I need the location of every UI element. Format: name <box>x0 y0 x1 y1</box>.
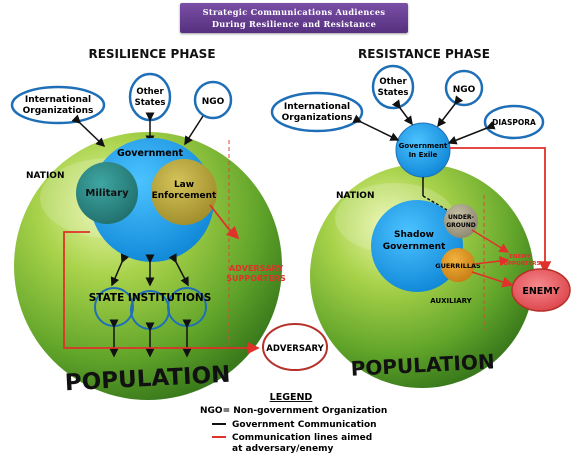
law-enforcement-circle <box>151 159 217 225</box>
arrow-diaspora-exile <box>447 121 496 145</box>
red-line-law-to-supporters <box>209 204 240 240</box>
international-organizations-label-2: Organizations <box>282 113 353 123</box>
enemy-supporters-label-1: ENEMY <box>509 254 532 260</box>
legend-red-line-label-1: Communication lines aimed <box>232 433 372 443</box>
arrow-gov-inst-3 <box>168 253 189 287</box>
shadow-government-label-1: Shadow <box>394 230 434 240</box>
diaspora-label: DIASPORA <box>492 118 536 127</box>
international-organizations-label-2: Organizations <box>23 106 94 116</box>
state-institutions-label: STATE INSTITUTIONS <box>89 292 212 304</box>
nation-label: NATION <box>26 171 64 181</box>
underground-label-2: GROUND <box>446 222 476 229</box>
adversary-supporters-label-1: ADVERSARY <box>229 264 283 273</box>
arrow-ngo-exile <box>437 95 464 128</box>
adversary-supporters-label-2: SUPPORTERS <box>226 274 286 283</box>
other-states-node <box>371 64 415 110</box>
red-line-guerrillas <box>474 256 510 266</box>
legend-black-line-label: Government Communication <box>232 420 377 430</box>
arrow-gov-inst-1 <box>110 253 130 287</box>
government-in-exile-label-2: In Exile <box>409 151 438 159</box>
legend-red-line-label-2: at adversary/enemy <box>232 444 333 454</box>
red-line-underground <box>471 229 510 253</box>
legend-ngo-definition: NGO= Non-government Organization <box>200 406 387 416</box>
government-in-exile-circle <box>395 122 451 178</box>
red-line-military-to-adversary <box>63 231 260 355</box>
government-label: Government <box>117 148 184 159</box>
international-organizations-node <box>270 91 364 133</box>
resilience-phase-title: RESILIENCE PHASE <box>88 47 215 61</box>
auxiliary-label: AUXILIARY <box>430 297 472 305</box>
law-enforcement-label-1: Law <box>174 180 194 190</box>
banner-line-2: During Resilience and Resistance <box>211 19 377 29</box>
arrow-states-exile <box>391 99 413 126</box>
international-organizations-node <box>10 85 106 125</box>
banner-line-1: Strategic Communications Audiences <box>202 7 386 17</box>
ngo-label: NGO <box>453 85 476 95</box>
enemy-node <box>511 268 571 312</box>
military-label: Military <box>85 188 129 199</box>
other-states-label-1: Other <box>136 87 164 97</box>
resistance-phase-title: RESISTANCE PHASE <box>358 47 490 61</box>
arrow-intl-exile <box>352 114 400 141</box>
international-organizations-label-1: International <box>284 102 350 112</box>
other-states-label-2: States <box>378 88 409 98</box>
title-banner: Strategic Communications Audiences Durin… <box>180 3 408 33</box>
guerrillas-circle <box>441 248 475 282</box>
government-in-exile-label-1: Government <box>399 142 448 150</box>
enemy-supporters-label-2: SUPPORTERS <box>500 261 541 267</box>
underground-circle <box>444 204 478 238</box>
legend-title: LEGEND <box>270 392 313 403</box>
adversary-node <box>262 323 328 371</box>
law-enforcement-label-2: Enforcement <box>152 191 217 201</box>
underground-label-1: UNDER- <box>448 214 475 221</box>
shadow-government-label-2: Government <box>383 242 446 252</box>
other-states-label-1: Other <box>379 77 407 87</box>
shadow-government-circle <box>371 200 463 292</box>
military-circle <box>76 162 138 224</box>
enemy-label: ENEMY <box>522 286 559 297</box>
arrow-ngo-gov <box>184 115 204 146</box>
other-states-node <box>128 72 172 122</box>
ngo-label: NGO <box>202 97 225 107</box>
ngo-node <box>193 80 233 120</box>
arrow-intl-gov <box>71 114 106 148</box>
red-line-exile-to-enemy <box>450 147 552 274</box>
international-organizations-label-1: International <box>25 95 91 105</box>
nation-label: NATION <box>336 191 374 201</box>
red-line-guerrillas-to-enemy <box>471 271 514 288</box>
adversary-label: ADVERSARY <box>266 344 324 354</box>
guerrillas-label: GUERRILLAS <box>435 262 481 270</box>
other-states-label-2: States <box>135 98 166 108</box>
